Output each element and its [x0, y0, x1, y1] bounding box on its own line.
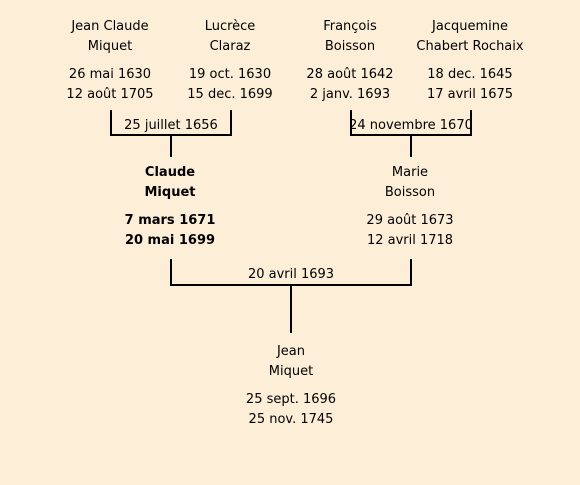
- death-date: 15 dec. 1699: [187, 87, 273, 102]
- death-date: 2 janv. 1693: [309, 87, 391, 102]
- person-name-line2: Claraz: [209, 39, 251, 54]
- person-name-line2: Chabert Rochaix: [416, 39, 524, 54]
- person-name-line2: Boisson: [324, 39, 376, 54]
- person-francois-boisson: François Boisson 28 août 1642 2 janv. 16…: [280, 17, 420, 105]
- person-jacquemine-chabert-rochaix: Jacquemine Chabert Rochaix 18 dec. 1645 …: [400, 17, 540, 105]
- person-jean-claude-miquet: Jean Claude Miquet 26 mai 1630 12 août 1…: [40, 17, 180, 105]
- person-name-line1: Claude: [144, 165, 196, 180]
- marriage-date-paternal-grandparents: 25 juillet 1656: [124, 118, 218, 133]
- death-date: 12 août 1705: [66, 87, 154, 102]
- birth-date: 7 mars 1671: [124, 213, 216, 228]
- person-name-line1: Jean Claude: [71, 19, 149, 34]
- death-date: 17 avril 1675: [426, 87, 514, 102]
- person-claude-miquet: Claude Miquet 7 mars 1671 20 mai 1699: [100, 163, 240, 251]
- birth-date: 29 août 1673: [366, 213, 454, 228]
- person-dates: 7 mars 1671 20 mai 1699: [100, 211, 240, 251]
- person-dates: 28 août 1642 2 janv. 1693: [280, 65, 420, 105]
- marriage-date-maternal-grandparents: 24 novembre 1670: [349, 118, 473, 133]
- person-name-line1: François: [323, 19, 377, 34]
- death-date: 12 avril 1718: [366, 233, 454, 248]
- person-name-line2: Miquet: [144, 185, 196, 200]
- birth-date: 26 mai 1630: [68, 67, 152, 82]
- person-dates: 25 sept. 1696 25 nov. 1745: [221, 390, 361, 430]
- person-name-line1: Lucrèce: [204, 19, 256, 34]
- person-dates: 29 août 1673 12 avril 1718: [340, 211, 480, 251]
- death-date: 20 mai 1699: [124, 233, 216, 248]
- birth-date: 18 dec. 1645: [427, 67, 513, 82]
- person-lucrece-claraz: Lucrèce Claraz 19 oct. 1630 15 dec. 1699: [160, 17, 300, 105]
- person-marie-boisson: Marie Boisson 29 août 1673 12 avril 1718: [340, 163, 480, 251]
- person-name-line2: Boisson: [384, 185, 436, 200]
- person-name-line2: Miquet: [268, 364, 314, 379]
- person-jean-miquet: Jean Miquet 25 sept. 1696 25 nov. 1745: [221, 342, 361, 430]
- person-dates: 26 mai 1630 12 août 1705: [40, 65, 180, 105]
- birth-date: 19 oct. 1630: [188, 67, 272, 82]
- death-date: 25 nov. 1745: [248, 412, 334, 427]
- person-dates: 19 oct. 1630 15 dec. 1699: [160, 65, 300, 105]
- person-name-line1: Jean: [276, 344, 306, 359]
- marriage-date-parents: 20 avril 1693: [247, 267, 335, 282]
- birth-date: 25 sept. 1696: [245, 392, 337, 407]
- birth-date: 28 août 1642: [306, 67, 394, 82]
- person-dates: 18 dec. 1645 17 avril 1675: [400, 65, 540, 105]
- person-name-line2: Miquet: [87, 39, 133, 54]
- person-name-line1: Marie: [391, 165, 429, 180]
- person-name-line1: Jacquemine: [432, 19, 508, 34]
